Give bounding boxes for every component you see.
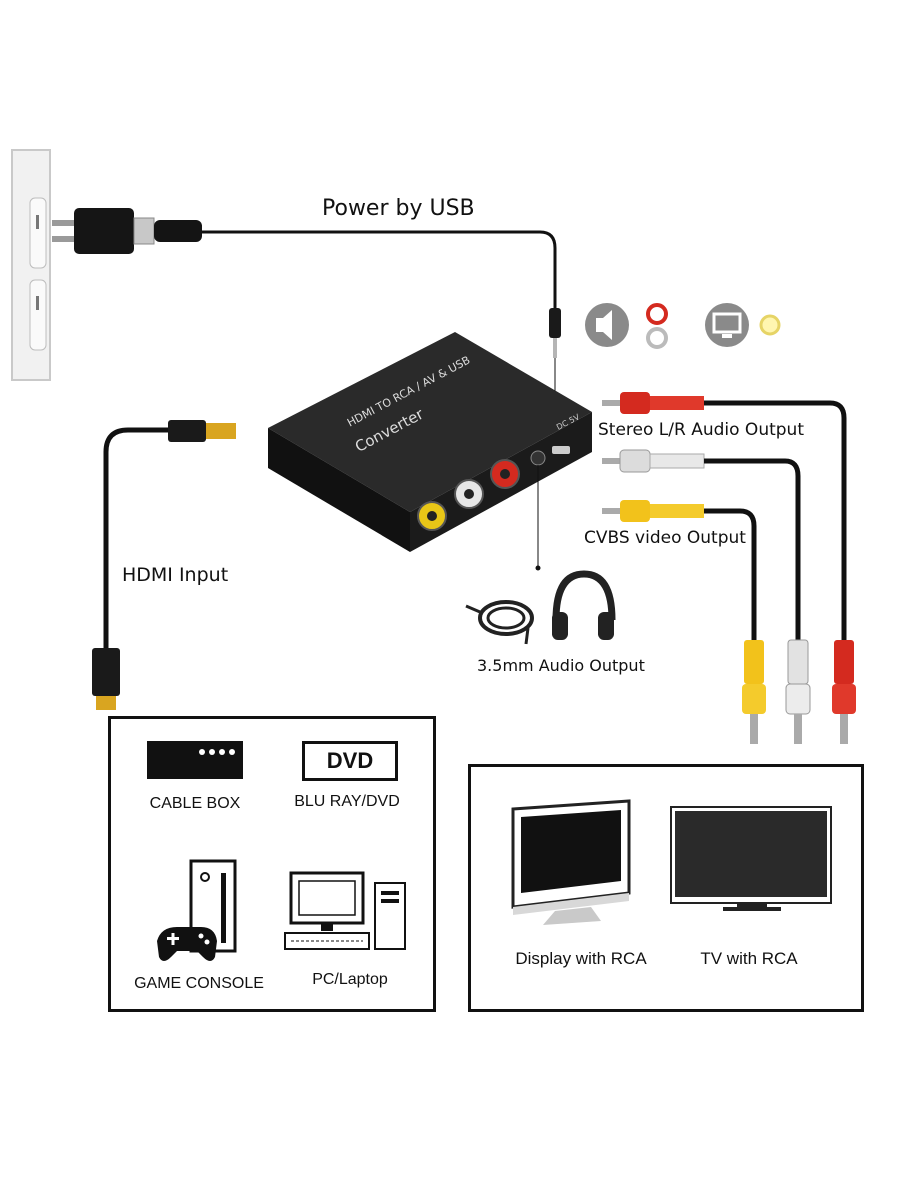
hdmi-cable (92, 420, 236, 710)
usb-cable (202, 230, 557, 310)
rca-yellow-cable (602, 500, 766, 744)
source-label-game-console: GAME CONSOLE (134, 975, 264, 992)
source-label-pc: PC/Laptop (312, 971, 388, 988)
power-by-usb-label: Power by USB (322, 196, 475, 221)
monitor-icon (511, 799, 631, 925)
rca-red-cable (602, 392, 856, 744)
speaker-indicator-icon (585, 303, 668, 349)
headphones-icon (552, 570, 616, 640)
source-devices-box: CABLE BOX DVD BLU RAY/DVD GAME CONSOLE P… (108, 716, 436, 1012)
display-label-tv: TV with RCA (700, 949, 798, 968)
audio-35mm-output-label: 3.5mm Audio Output (477, 656, 645, 675)
hdmi-input-label: HDMI Input (122, 564, 229, 586)
source-label-blu-ray: BLU RAY/DVD (294, 793, 400, 810)
stereo-audio-output-label: Stereo L/R Audio Output (598, 420, 804, 440)
converter-device (268, 332, 592, 552)
cvbs-video-output-label: CVBS video Output (584, 528, 746, 548)
rca-white-cable (602, 449, 811, 744)
cable-box-icon (147, 741, 243, 779)
pc-icon (284, 871, 406, 950)
display-devices-box: Display with RCA TV with RCA (468, 764, 864, 1012)
wall-outlet-icon (11, 149, 51, 381)
tv-icon (670, 806, 832, 911)
dvd-icon: DVD (302, 741, 398, 781)
display-label-monitor: Display with RCA (515, 949, 647, 968)
monitor-indicator-icon (705, 303, 781, 347)
usb-power-adapter-icon (52, 208, 202, 254)
audio-cable-icon (465, 600, 534, 645)
game-console-icon (157, 859, 237, 961)
source-label-cable-box: CABLE BOX (149, 795, 241, 812)
